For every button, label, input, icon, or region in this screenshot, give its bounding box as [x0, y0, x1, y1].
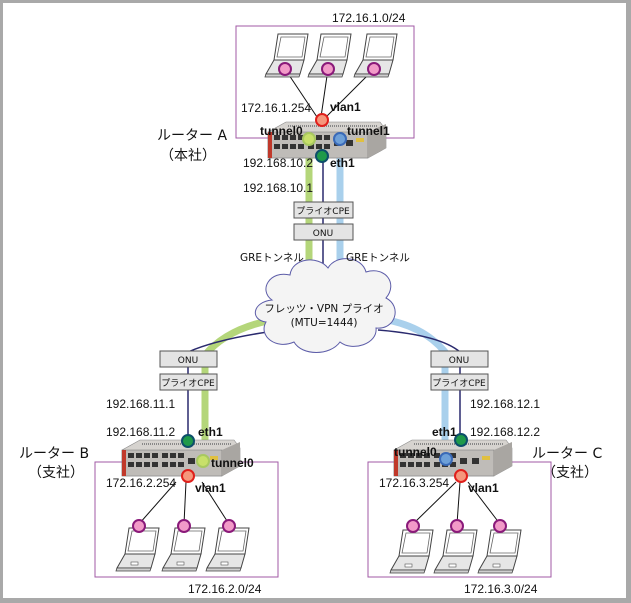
router-a-site: （本社） [160, 148, 216, 164]
gre-label-left: GREトンネル [240, 252, 304, 264]
host-port-dot [132, 519, 146, 533]
laptop-icon [389, 529, 434, 574]
cpe-b: プライオCPE [159, 373, 218, 391]
lan-b-hosts [115, 481, 250, 572]
vlan-ip-b: 172.16.2.254 [106, 476, 176, 490]
host-port-dot [278, 62, 292, 76]
host-port-dot [493, 519, 507, 533]
tunnel1-label-a: tunnel1 [347, 124, 390, 138]
laptop-icon [433, 529, 478, 574]
tunnel1-dot-a [333, 132, 347, 146]
host-port-dot [450, 519, 464, 533]
laptop-icon [161, 527, 206, 572]
host-port-dot [367, 62, 381, 76]
vlan1-dot-b [181, 469, 195, 483]
laptop-icon [115, 527, 160, 572]
tunnel0-dot-b [196, 454, 210, 468]
vlan-if-b: vlan1 [195, 481, 226, 495]
cloud-mtu: (MTU=1444) [291, 317, 358, 329]
cpe-c: プライオCPE [430, 373, 489, 391]
vlan1-dot-a [315, 113, 329, 127]
eth-ip-b: 192.168.11.2 [106, 425, 176, 439]
vlan-ip-c: 172.16.3.254 [379, 476, 449, 490]
eth-ip-a: 192.168.10.2 [243, 156, 313, 170]
subnet-label-a: 172.16.1.0/24 [332, 11, 406, 25]
host-port-dot [222, 519, 236, 533]
router-c-name: ルーター C [532, 446, 602, 462]
router-c-site: （支社） [542, 465, 598, 481]
vpn-cloud: フレッツ・VPN プライオ (MTU=1444) [255, 258, 396, 353]
host-port-dot [321, 62, 335, 76]
eth1-dot-c [454, 433, 468, 447]
subnet-label-c: 172.16.3.0/24 [464, 582, 538, 596]
eth-if-b: eth1 [198, 425, 223, 439]
svg-text:プライオCPE: プライオCPE [296, 206, 350, 217]
cpe-ip-b: 192.168.11.1 [106, 397, 176, 411]
onu-b: ONU [159, 350, 218, 368]
laptop-icon [477, 529, 522, 574]
onu-c: ONU [430, 350, 489, 368]
vlan-ip-a: 172.16.1.254 [241, 101, 311, 115]
subnet-label-b: 172.16.2.0/24 [188, 582, 262, 596]
cloud-label: フレッツ・VPN プライオ [264, 303, 383, 315]
tunnel0-label-a: tunnel0 [260, 124, 303, 138]
tunnel0-label-b: tunnel0 [211, 456, 254, 470]
cpe-ip-a: 192.168.10.1 [243, 181, 313, 195]
onu-a: ONU [293, 223, 354, 241]
vlan-if-a: vlan1 [330, 100, 361, 114]
tunnel0-label-c: tunnel0 [394, 445, 437, 459]
gre-label-right: GREトンネル [346, 252, 410, 264]
lan-a-hosts [264, 33, 398, 118]
svg-text:ONU: ONU [313, 229, 333, 239]
router-a-name: ルーター A [157, 128, 227, 144]
eth1-dot-b [181, 434, 195, 448]
svg-text:ONU: ONU [178, 356, 198, 366]
vlan-if-c: vlan1 [468, 481, 499, 495]
svg-text:プライオCPE: プライオCPE [161, 378, 215, 389]
router-b-name: ルーター B [19, 446, 89, 462]
host-port-dot [406, 519, 420, 533]
eth-if-a: eth1 [330, 156, 355, 170]
vlan1-dot-c [454, 469, 468, 483]
svg-text:ONU: ONU [449, 356, 469, 366]
cpe-a: プライオCPE [293, 201, 354, 219]
eth1-dot-a [315, 149, 329, 163]
host-port-dot [177, 519, 191, 533]
laptop-icon [205, 527, 250, 572]
tunnel0-dot-a [302, 132, 316, 146]
cpe-ip-c: 192.168.12.1 [470, 397, 540, 411]
eth-ip-c: 192.168.12.2 [470, 425, 540, 439]
router-b-site: （支社） [28, 465, 84, 481]
svg-text:プライオCPE: プライオCPE [432, 378, 486, 389]
lan-c-hosts [389, 481, 522, 574]
eth-if-c: eth1 [432, 425, 457, 439]
tunnel0-dot-c [439, 452, 453, 466]
